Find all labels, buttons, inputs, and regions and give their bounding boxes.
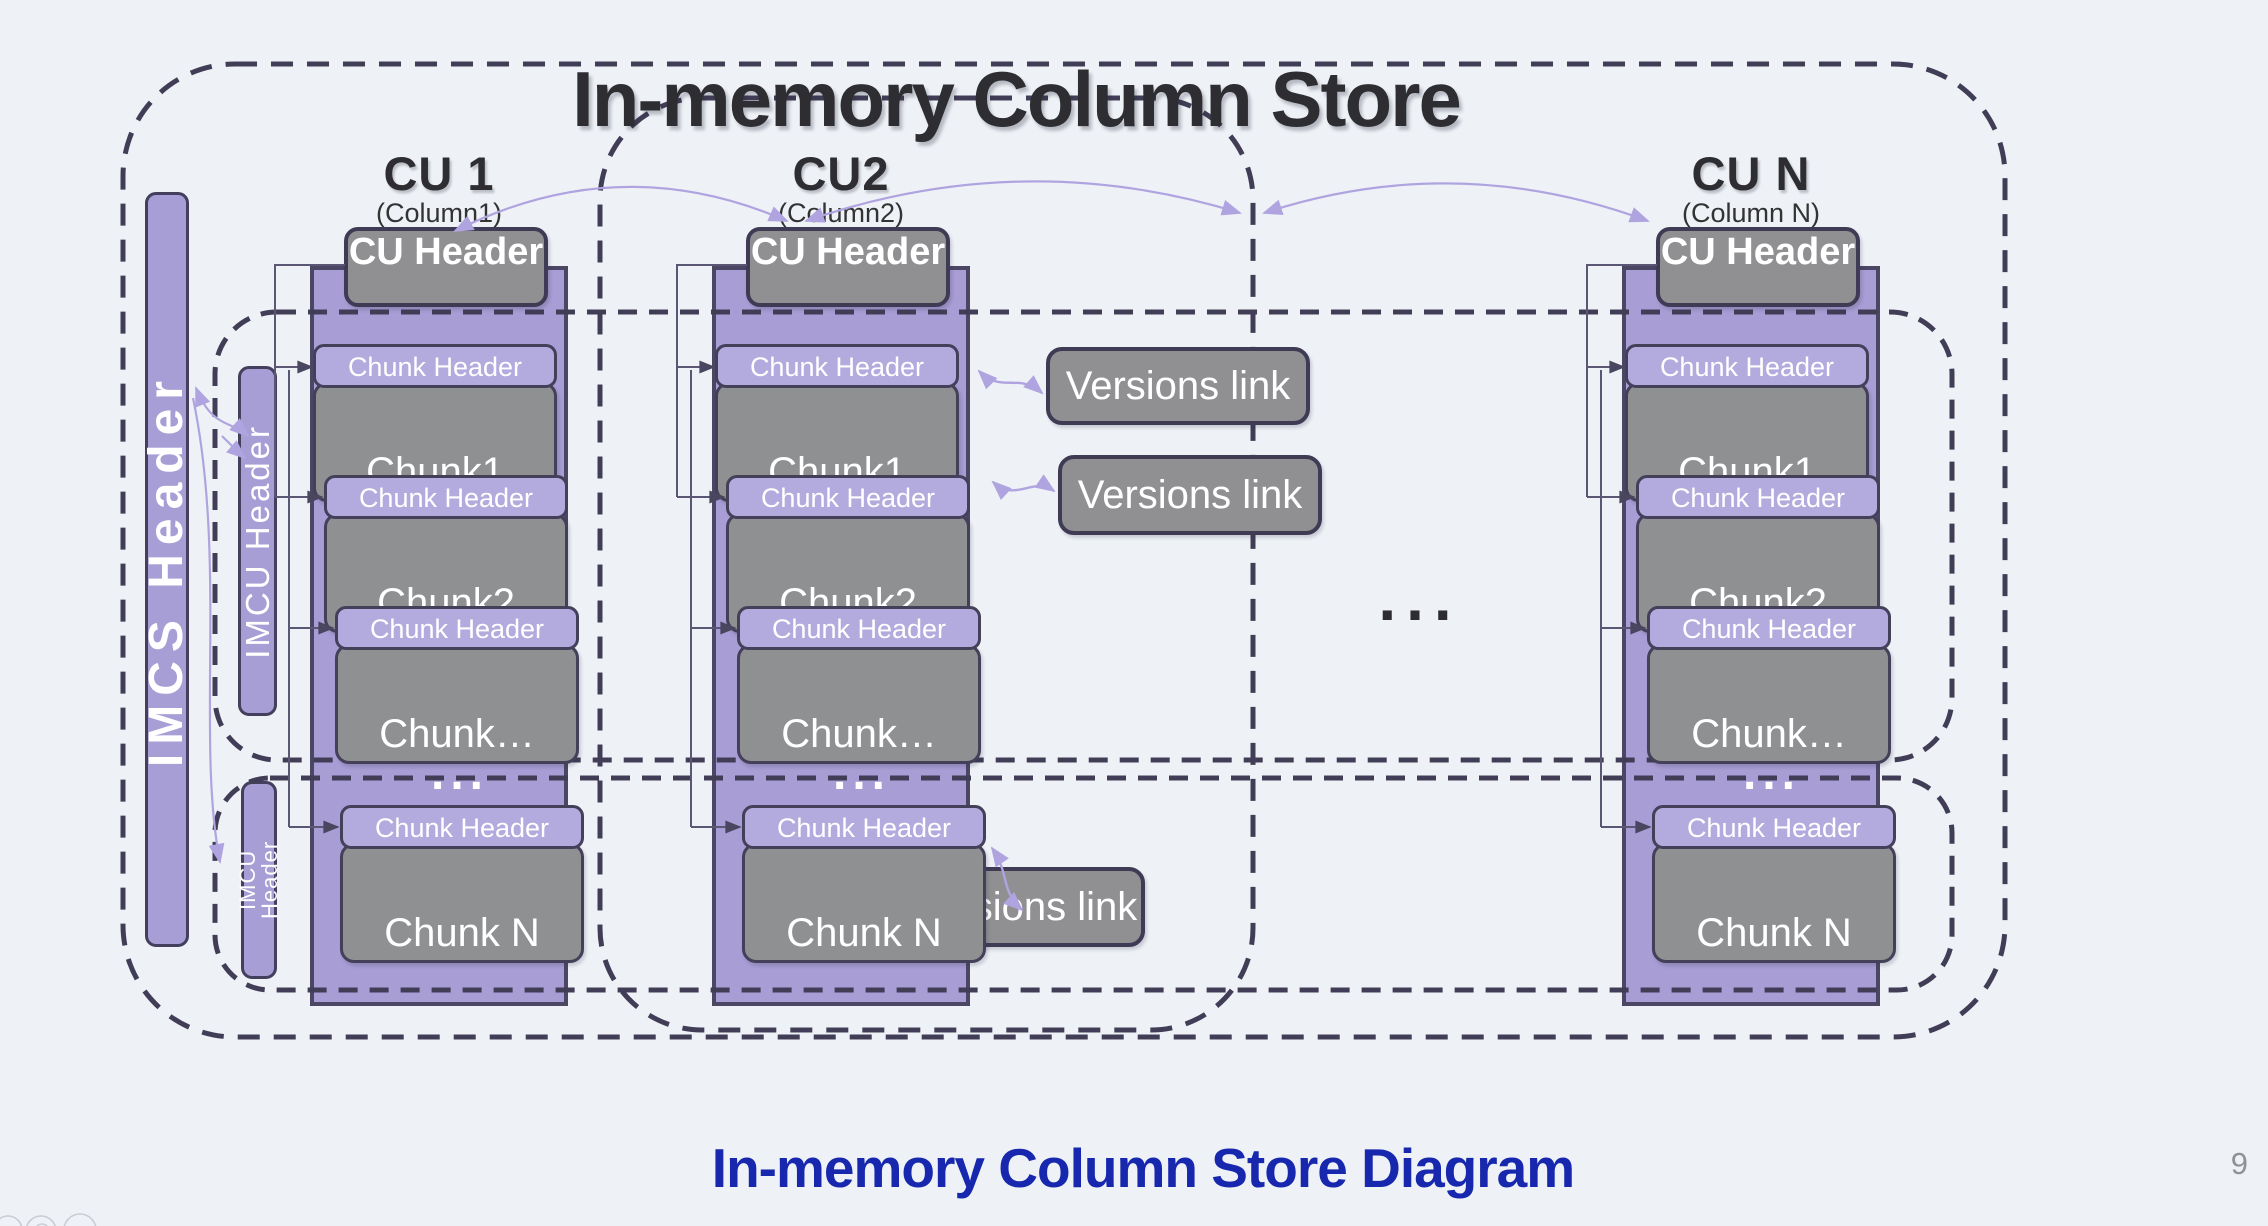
cun-chunk-3-header: Chunk Header [1647, 606, 1891, 650]
cu2-ellipsis: ... [832, 747, 891, 800]
cu1-chunk-3: Chunk Header Chunk… [335, 606, 579, 764]
cun-chunk-1-header: Chunk Header [1625, 344, 1869, 388]
cu1-chunk-1-header: Chunk Header [313, 344, 557, 388]
cu2-chunk-n-header: Chunk Header [742, 805, 986, 849]
cu2-chunk-n-label: Chunk N [742, 843, 986, 963]
cun-chunk-3-label: Chunk… [1647, 644, 1891, 764]
cu1-chunk-n: Chunk Header Chunk N [340, 805, 584, 963]
cu2-chunk-2-header: Chunk Header [726, 475, 970, 519]
cun-chunk-n-header: Chunk Header [1652, 805, 1896, 849]
cu2-chunk-3: Chunk Header Chunk… [737, 606, 981, 764]
cu2-chunk-1-header: Chunk Header [715, 344, 959, 388]
page-title: In-memory Column Store [572, 55, 1462, 143]
cu2-title: CU2 [792, 147, 890, 200]
cun-chunk-3: Chunk Header Chunk… [1647, 606, 1891, 764]
license-icons [0, 1213, 97, 1226]
cun-chunk-n: Chunk Header Chunk N [1652, 805, 1896, 963]
cun-title: CU N [1691, 147, 1811, 200]
columns-ellipsis: ... [1378, 562, 1462, 634]
cu-link-arcs [453, 180, 1650, 232]
imcu-header-bar-1: IMCU Header [238, 366, 277, 716]
cu2-connectors [676, 264, 747, 834]
cu1-chunk-3-header: Chunk Header [335, 606, 579, 650]
cu1-ellipsis: ... [430, 747, 489, 800]
cu1-chunk-n-header: Chunk Header [340, 805, 584, 849]
cu1-title: CU 1 [383, 147, 495, 200]
imcs-to-imcu-arrows [191, 386, 250, 864]
cu2-chunk-n: Chunk Header Chunk N [742, 805, 986, 963]
cu1-cu-header: CU Header [344, 227, 548, 307]
cun-subtitle: (Column N) [1681, 198, 1821, 228]
cun-cu-header: CU Header [1656, 227, 1860, 307]
imcu-header-bar-2: IMCU Header [235, 781, 282, 979]
versions-link-arrows [977, 369, 1056, 912]
cun-ellipsis: ... [1742, 747, 1801, 800]
cu1-chunk-2-header: Chunk Header [324, 475, 568, 519]
diagram-caption: In-memory Column Store Diagram [711, 1137, 1575, 1199]
versions-link-1: Versions link [1046, 347, 1310, 425]
page-number: 9 [2230, 1146, 2248, 1181]
cun-chunk-2-header: Chunk Header [1636, 475, 1880, 519]
imcu1-dashed-band [212, 309, 1955, 763]
cun-connectors [1586, 264, 1657, 834]
cu2-chunk-3-header: Chunk Header [737, 606, 981, 650]
imcs-outer-dashed-box [120, 61, 2008, 1040]
cu2-dashed-box [597, 95, 1256, 1033]
cu2-chunk-3-label: Chunk… [737, 644, 981, 764]
cu1-connectors [274, 264, 345, 834]
cu2-cu-header: CU Header [746, 227, 950, 307]
versions-link-2: Versions link [1058, 455, 1322, 535]
imcu2-dashed-band [212, 775, 1955, 993]
imcs-header-bar: IMCS Header [140, 192, 193, 947]
